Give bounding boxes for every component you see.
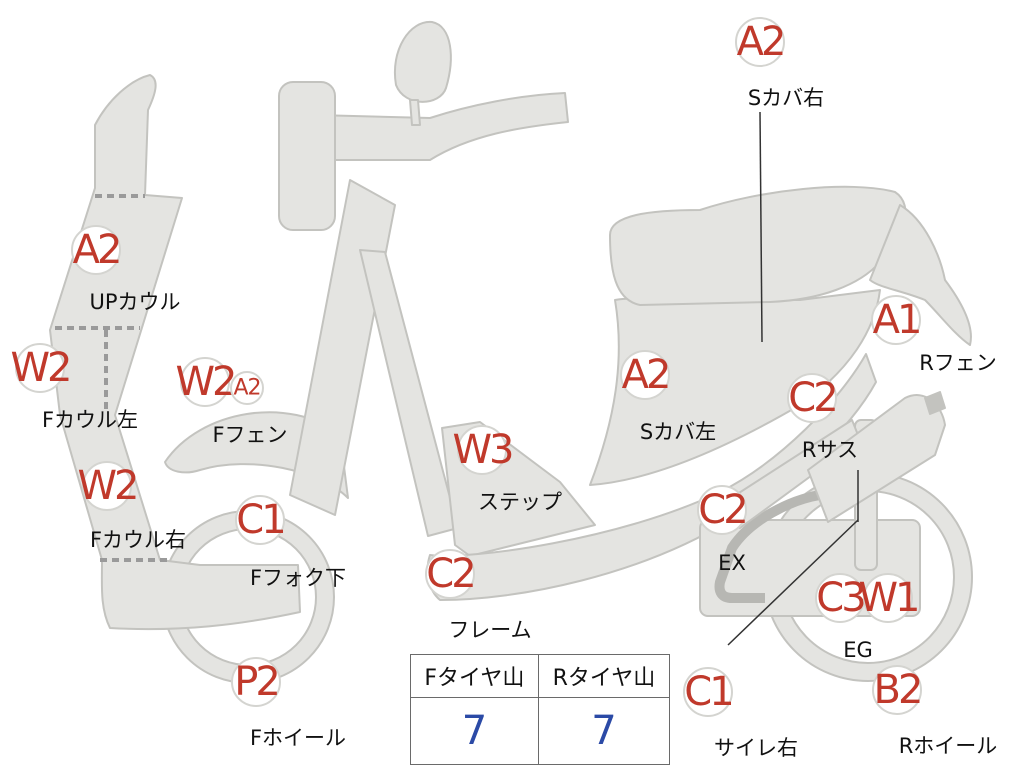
fcowl-right-badge-circle <box>82 461 132 511</box>
rear-fender <box>869 204 972 346</box>
grade-badges: A2UPカウルW2Fカウル左W2Fカウル右W2A2FフェンC1Fフォク下P2Fホ… <box>11 17 998 760</box>
rwheel-label: Rホイール <box>899 734 998 758</box>
frame-badge-circle <box>425 549 475 599</box>
tire-table-value-row: 7 7 <box>410 697 671 765</box>
exhaust-pipe <box>714 490 821 603</box>
handlebar <box>314 92 569 161</box>
scover-left-label: Sカバ左 <box>640 420 716 444</box>
ffender-secondary-badge-circle <box>230 371 264 405</box>
upcowl-label: UPカウル <box>89 290 180 314</box>
rfender-badge-circle <box>871 295 921 345</box>
fcowl-right-label: Fカウル右 <box>90 528 186 552</box>
tire-header-rear: Rタイヤ山 <box>537 654 671 698</box>
tire-value-rear: 7 <box>537 697 671 765</box>
seat <box>609 185 907 306</box>
step-label: ステップ <box>478 490 562 514</box>
leader-silencer <box>727 519 859 646</box>
rsus-label: Rサス <box>802 438 858 462</box>
scover-right-label: Sカバ右 <box>748 86 824 110</box>
fcowl-right-grade: W2 <box>78 463 137 509</box>
tire-header-front: Fタイヤ山 <box>410 654 539 698</box>
eg-label: EG <box>843 638 873 662</box>
ex-label: EX <box>718 551 746 575</box>
rsus-grade: C2 <box>788 375 835 421</box>
scover-right-grade: A2 <box>737 19 784 65</box>
frame-grade: C2 <box>426 551 473 597</box>
fwheel-label: Fホイール <box>250 726 346 750</box>
fcowl-left-label: Fカウル左 <box>42 408 138 432</box>
fcowl-left-grade: W2 <box>11 345 70 391</box>
tire-depth-table: Fタイヤ山 Rタイヤ山 7 7 <box>410 654 671 765</box>
fwheel-grade: P2 <box>234 659 278 705</box>
step-badge-circle <box>457 425 507 475</box>
silencer-grade: C1 <box>684 669 731 715</box>
scover-left-badge-circle <box>620 350 670 400</box>
rsus-badge-circle <box>787 373 837 423</box>
ffender-grade: W2 <box>176 359 235 405</box>
upcowl-grade: A2 <box>73 227 120 273</box>
ex-badge-circle <box>697 485 747 535</box>
rwheel-badge-circle <box>872 665 922 715</box>
upcowl-badge-circle <box>71 225 121 275</box>
leader-scover-right <box>759 111 763 343</box>
rfender-label: Rフェン <box>919 351 997 375</box>
rwheel-grade: B2 <box>874 667 921 713</box>
ffork-badge-circle <box>235 495 285 545</box>
frame-label: フレーム <box>448 618 531 642</box>
eg-grade: C3 <box>816 575 864 621</box>
scover-right-badge-circle <box>735 17 785 67</box>
ex-grade: C2 <box>698 487 745 533</box>
down-tube <box>359 249 459 537</box>
handlebar-grip <box>278 81 336 231</box>
ffork-grade: C1 <box>236 497 283 543</box>
cowl-dashed-lines <box>55 194 170 562</box>
ffork-label: Fフォク下 <box>250 566 346 590</box>
fwheel-badge-circle <box>231 657 281 707</box>
silencer-label: サイレ右 <box>714 736 798 760</box>
eg-secondary-badge-circle <box>863 573 913 623</box>
mirror <box>393 20 452 103</box>
scover-left-grade: A2 <box>622 352 669 398</box>
step-grade: W3 <box>453 427 513 473</box>
tire-table-header-row: Fタイヤ山 Rタイヤ山 <box>410 654 671 698</box>
ffender-secondary-grade: A2 <box>233 376 260 401</box>
fcowl-left-badge-circle <box>15 343 65 393</box>
muffler-tip <box>924 391 946 415</box>
tire-value-front: 7 <box>410 697 539 765</box>
silencer-badge-circle <box>683 667 733 717</box>
mirror-stem <box>409 99 421 126</box>
rfender-grade: A1 <box>873 297 920 343</box>
eg-secondary-grade: W1 <box>859 575 918 621</box>
leader-lines <box>727 111 859 646</box>
ffender-badge-circle <box>180 357 230 407</box>
ffender-label: Fフェン <box>212 423 287 447</box>
